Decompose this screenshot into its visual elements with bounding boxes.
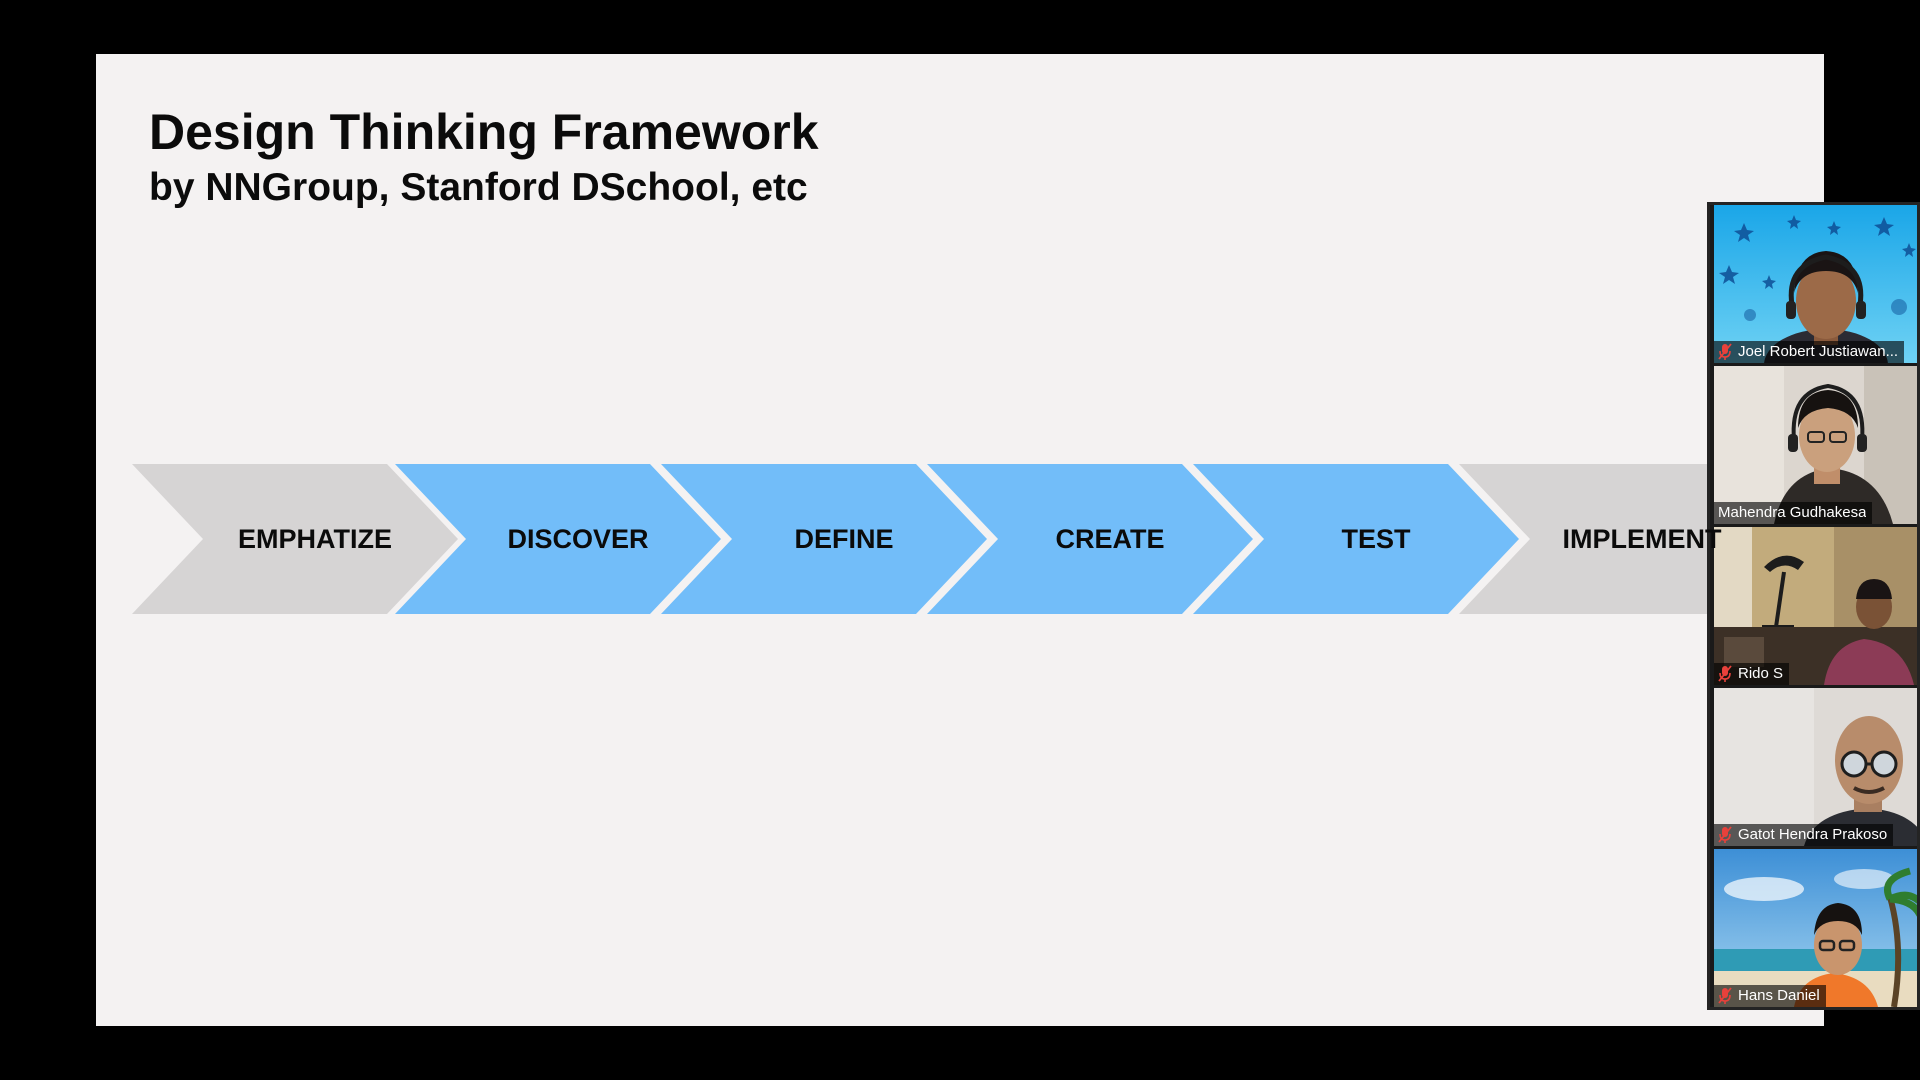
participant-name: Mahendra Gudhakesa (1718, 504, 1867, 521)
step-label: DISCOVER (507, 523, 649, 554)
slide-subtitle: by NNGroup, Stanford DSchool, etc (149, 166, 808, 209)
participant-gallery[interactable]: Joel Robert Justiawan... Mahendra Gudhak (1707, 202, 1920, 1010)
step-discover: DISCOVER (395, 464, 721, 614)
participant-name-label: Joel Robert Justiawan... (1714, 341, 1905, 363)
step-implement: IMPLEMENT (1459, 464, 1785, 614)
participant-name: Rido S (1738, 665, 1784, 682)
chevron-shape (132, 464, 458, 614)
video-feed-gatot (1714, 688, 1917, 846)
shared-slide: Design Thinking Framework by NNGroup, St… (96, 54, 1824, 1026)
step-label: DEFINE (794, 523, 894, 554)
participant-name-label: Hans Daniel (1714, 985, 1826, 1007)
chevron-shape (395, 464, 721, 614)
step-test: TEST (1193, 464, 1519, 614)
video-feed-mahendra (1714, 366, 1917, 524)
step-emphatize: EMPHATIZE (132, 464, 458, 614)
mic-muted-icon (1718, 987, 1732, 1004)
participant-tile[interactable]: Mahendra Gudhakesa (1714, 366, 1917, 524)
step-label: IMPLEMENT (1562, 523, 1722, 554)
participant-name-label: Rido S (1714, 663, 1790, 685)
step-define: DEFINE (661, 464, 987, 614)
participant-tile[interactable]: Joel Robert Justiawan... (1714, 205, 1917, 363)
chevron-shape (927, 464, 1253, 614)
step-create: CREATE (927, 464, 1253, 614)
video-feed-hans (1714, 849, 1917, 1007)
chevron-shape (661, 464, 987, 614)
participant-name: Gatot Hendra Prakoso (1738, 826, 1888, 843)
participant-tile[interactable]: Gatot Hendra Prakoso (1714, 688, 1917, 846)
step-label: CREATE (1055, 523, 1165, 554)
participant-name-label: Mahendra Gudhakesa (1714, 502, 1873, 524)
participant-name: Hans Daniel (1738, 987, 1820, 1004)
video-feed-joel (1714, 205, 1917, 363)
mic-muted-icon (1718, 826, 1732, 843)
step-label: EMPHATIZE (238, 523, 392, 554)
step-label: TEST (1341, 523, 1411, 554)
mic-muted-icon (1718, 665, 1732, 682)
mic-muted-icon (1718, 343, 1732, 360)
slide-title: Design Thinking Framework (149, 104, 819, 160)
chevron-shape (1459, 464, 1785, 614)
participant-name: Joel Robert Justiawan... (1738, 343, 1899, 360)
video-feed-rido (1714, 527, 1917, 685)
chevron-shape (1193, 464, 1519, 614)
participant-name-label: Gatot Hendra Prakoso (1714, 824, 1894, 846)
design-thinking-process: EMPHATIZE DISCOVER DEFINE CREATE (132, 464, 1824, 614)
participant-tile[interactable]: Rido S (1714, 527, 1917, 685)
participant-tile[interactable]: Hans Daniel (1714, 849, 1917, 1007)
